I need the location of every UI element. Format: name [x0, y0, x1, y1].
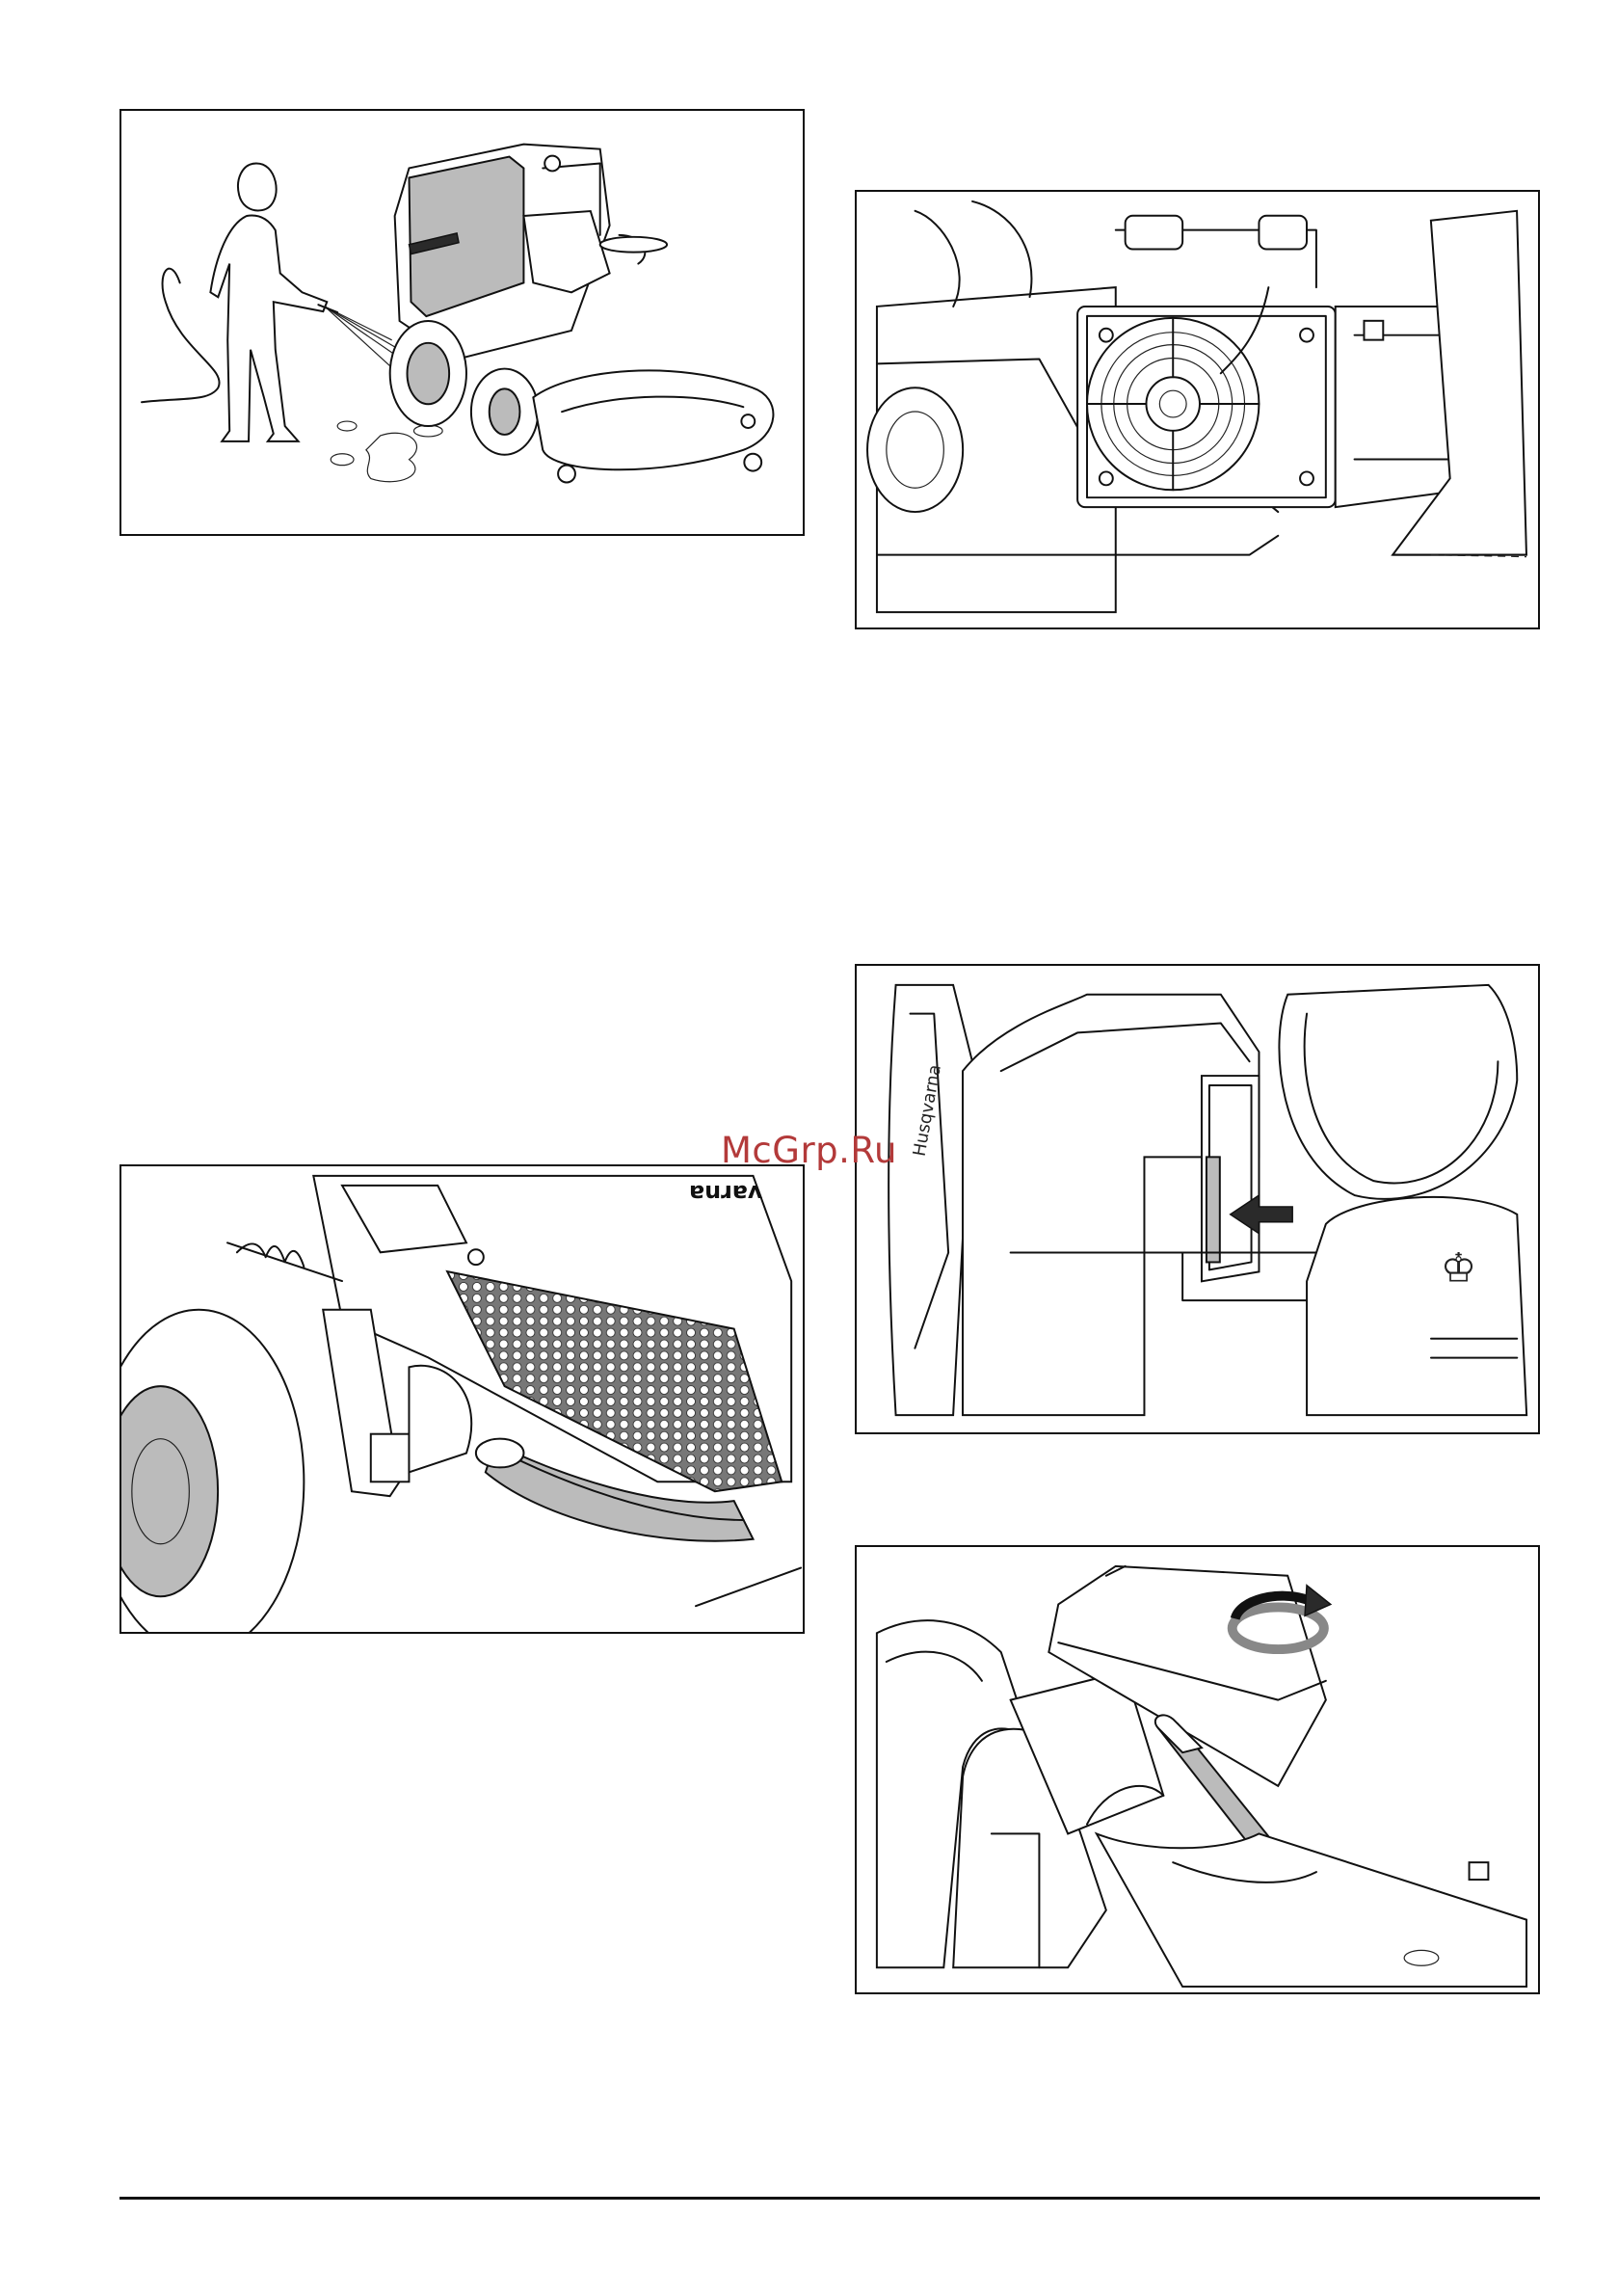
- radiator-fan-illustration: [857, 192, 1538, 627]
- pressure-washer-cleaning-illustration: [121, 111, 803, 534]
- figure-tank-cap: [855, 1545, 1540, 1994]
- figure-radiator-fan: [855, 190, 1540, 629]
- brand-crown-icon: ♔: [1441, 1243, 1476, 1291]
- rider-mower: [390, 145, 774, 483]
- water-puddle: [331, 421, 442, 482]
- fan-guard: [1087, 318, 1259, 490]
- footer-rule: [119, 2197, 1540, 2200]
- air-filter-insert-arrow-illustration: Husqvarna ♔: [857, 966, 1538, 1432]
- watermark: McGrp.Ru: [721, 1130, 897, 1171]
- figure-air-filter: Husqvarna ♔: [855, 964, 1540, 1434]
- figure-side-grille: varna: [119, 1164, 805, 1634]
- tank-cap-rotate-illustration: [857, 1547, 1538, 1992]
- figure-pressure-washing: [119, 109, 805, 536]
- side-grille-illustration: varna: [121, 1166, 803, 1632]
- person-silhouette: [210, 164, 327, 441]
- brand-logo-text: varna: [689, 1180, 762, 1207]
